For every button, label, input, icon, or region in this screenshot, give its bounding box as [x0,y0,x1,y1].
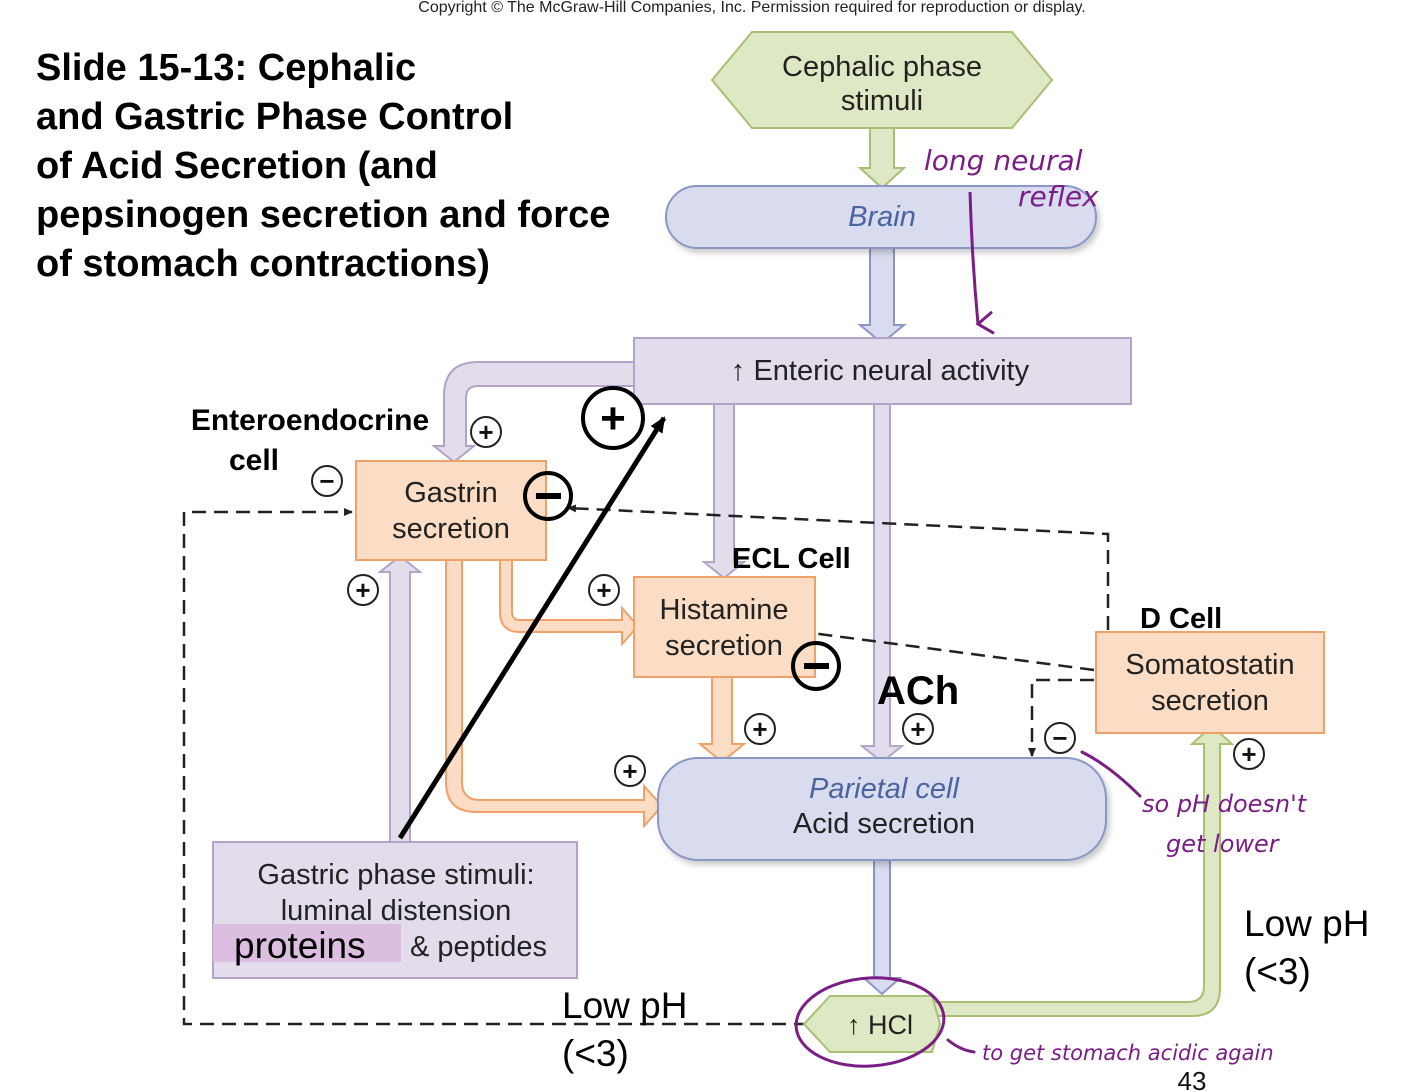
gastrin-label: secretion [392,513,510,545]
arrow-enteric-to-histamine [701,401,747,580]
minus-icon: − [311,465,343,497]
large-plus-icon: + [581,386,645,450]
brain-label: Brain [848,201,916,233]
hcl-label: ↑ HCl [847,1010,913,1040]
large-minus-icon [791,641,841,691]
black-arrow-gastric-to-enteric [397,416,667,840]
arrow-brain-to-enteric [857,247,907,345]
low-ph-right-label: Low pH [1244,903,1369,944]
large-minus-icon [523,471,573,521]
plus-icon: + [744,713,776,745]
enteric-label: ↑ Enteric neural activity [731,355,1030,387]
enteroendocrine-cell-label: Enteroendocrine [191,404,429,437]
gastric-stimuli-label: luminal distension [281,895,512,927]
plus-icon: + [588,574,620,606]
ach-label: ACh [877,669,959,713]
low-ph-right-label: (<3) [1244,951,1311,992]
svg-text:+: + [600,394,626,443]
proteins-label: proteins [234,925,366,966]
dashed-inhibition-somatostatin-to-histamine [803,629,1095,672]
plus-icon: + [902,713,934,745]
somatostatin-label: Somatostatin [1125,649,1294,681]
ink-line-ph-note [1080,750,1142,798]
slide-title-line: pepsinogen secretion and force [36,194,610,236]
arrow-cephalic-to-brain [857,127,907,190]
plus-icon: + [470,416,502,448]
svg-text:+: + [752,714,767,744]
handwritten-ph-note: get lower [1166,830,1281,858]
cephalic-label: Cephalic phase [782,51,982,83]
arrow-enteric-to-parietal [859,401,905,764]
svg-text:+: + [355,575,370,605]
minus-icon: − [1044,722,1076,754]
cephalic-label: stimuli [841,85,923,117]
enteroendocrine-cell-label: cell [229,444,279,477]
ink-arrow-reflex [968,191,995,335]
slide-title-line: of Acid Secretion (and [36,145,438,187]
arrow-gastrin-to-parietal [445,559,664,829]
arrow-enteric-to-gastrin [431,361,637,464]
svg-text:+: + [622,756,637,786]
ink-circle-hcl [794,976,946,1068]
low-ph-left-label: Low pH [562,985,687,1026]
node-enteric-neural-activity: ↑ Enteric neural activity [633,337,1132,405]
arrow-histamine-to-parietal [697,675,747,764]
gastric-stimuli-label: Gastric phase stimuli: [257,859,534,891]
parietal-cell-label: Parietal cell [809,773,960,805]
handwritten-ph-note: so pH doesn't [1142,790,1308,818]
arrow-parietal-to-hcl [861,859,903,996]
node-gastrin-secretion: Gastrin secretion [355,460,547,561]
node-brain: Brain [665,185,1097,249]
page-number: 43 [1178,1066,1207,1092]
node-somatostatin-secretion: Somatostatin secretion [1095,631,1325,734]
slide-title-line: of stomach contractions) [36,243,490,285]
node-gastric-phase-stimuli: Gastric phase stimuli: luminal distensio… [212,841,578,979]
node-histamine-secretion: Histamine secretion [633,576,816,678]
svg-text:+: + [1241,739,1256,769]
histamine-label: secretion [665,630,783,662]
plus-icon: + [347,574,379,606]
node-hcl: ↑ HCl [802,995,942,1053]
dashed-inhibition-somatostatin-to-parietal [1028,678,1094,757]
arrow-gastric-stimuli-to-gastrin [377,554,423,847]
acid-secretion-label: Acid secretion [793,808,975,840]
d-cell-label: D Cell [1140,603,1222,635]
ink-line-acidic-note [946,1038,976,1054]
handwritten-long-neural-reflex: long neural [924,144,1083,177]
dashed-inhibition-somatostatin-to-gastrin [567,504,1110,630]
slide-title: Slide 15-13: Cephalic and Gastric Phase … [36,47,610,285]
handwritten-acidic-note: to get stomach acidic again [982,1041,1274,1065]
histamine-label: Histamine [660,594,789,626]
dashed-inhibition-lowph-to-gastrin [182,508,808,1026]
ecl-cell-label: ECL Cell [732,543,851,575]
slide-title-line: Slide 15-13: Cephalic [36,47,416,89]
node-cephalic-stimuli: Cephalic phase stimuli [710,31,1054,129]
plus-icon: + [614,755,646,787]
node-parietal-cell: Parietal cell Acid secretion [657,757,1107,861]
svg-text:−: − [1052,723,1067,753]
slide-title-line: and Gastric Phase Control [36,96,513,138]
arrow-hcl-to-somatostatin [929,724,1235,1017]
proteins-highlight [213,924,401,962]
plus-icon: + [1233,738,1265,770]
low-ph-left-label: (<3) [562,1033,629,1074]
svg-text:+: + [478,417,493,447]
handwritten-long-neural-reflex: reflex [1018,180,1099,213]
peptides-label: & peptides [410,931,547,963]
somatostatin-label: secretion [1151,685,1269,717]
gastrin-label: Gastrin [404,477,497,509]
svg-text:+: + [596,575,611,605]
svg-text:+: + [910,714,925,744]
svg-text:−: − [319,466,334,496]
copyright-notice: Copyright © The McGraw-Hill Companies, I… [418,0,1085,16]
